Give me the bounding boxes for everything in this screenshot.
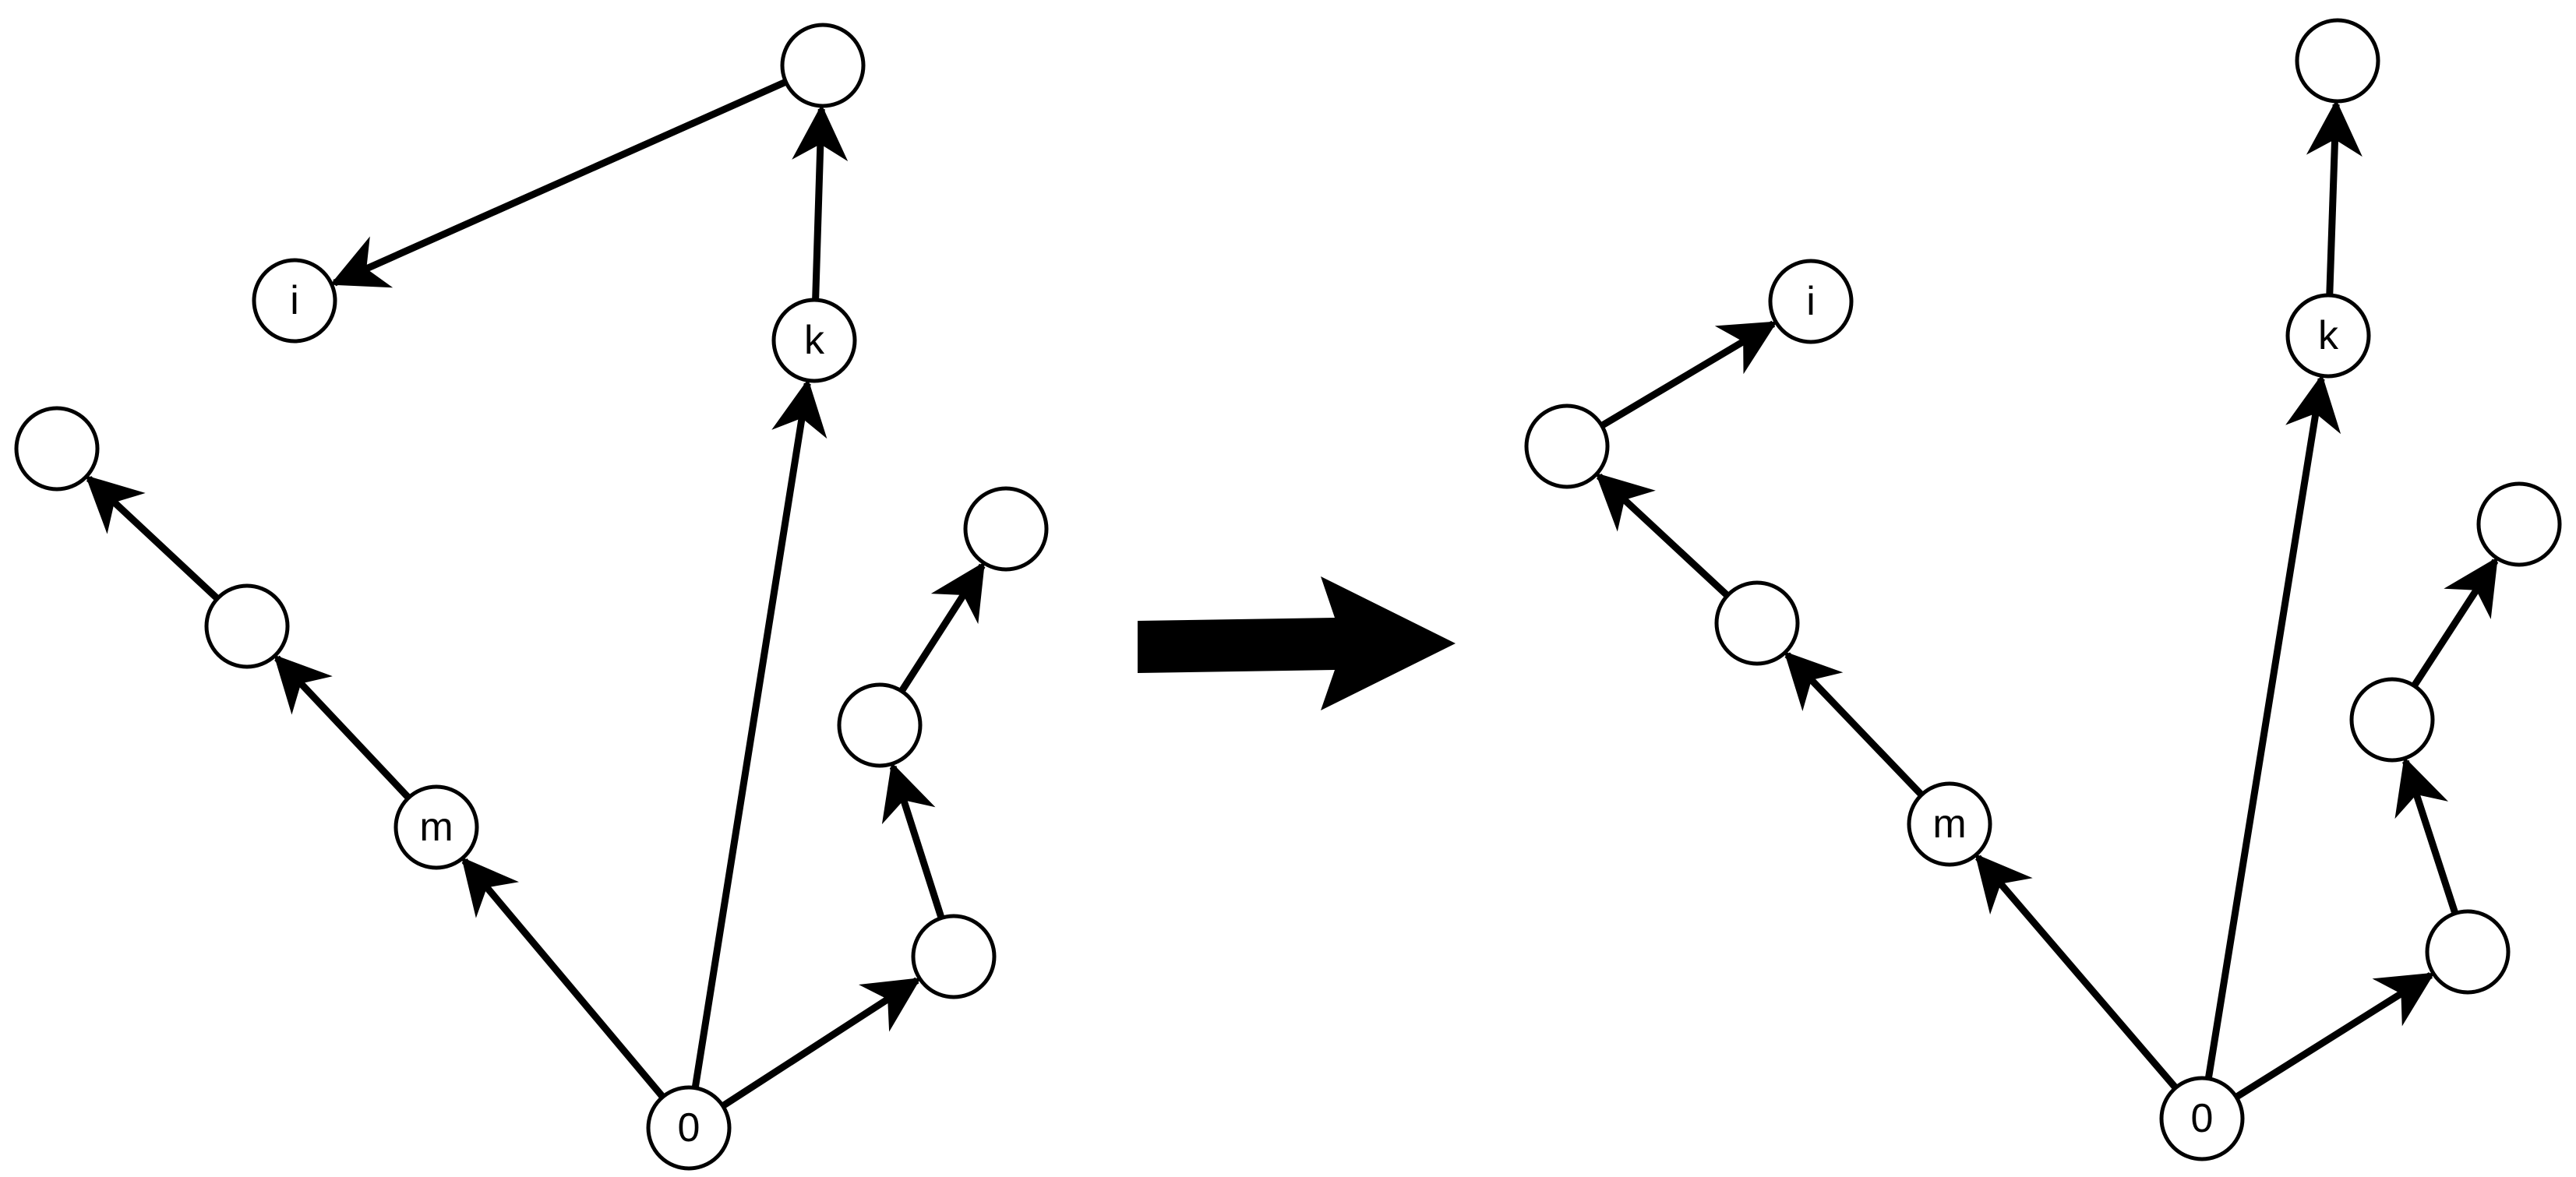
before-node-f xyxy=(963,486,1049,572)
after-tree: 0 m i k xyxy=(1524,18,2562,1161)
before-node-label-k: k xyxy=(804,318,825,363)
after-node-f xyxy=(2476,481,2562,567)
after-node-circle-m xyxy=(1907,781,1992,867)
after-node-circle-d xyxy=(2425,909,2511,995)
before-edge-a-to-b xyxy=(85,475,221,601)
before-node-label-m: m xyxy=(419,805,453,850)
after-node-circle-f xyxy=(2476,481,2562,567)
before-edge-0-to-d xyxy=(721,977,922,1109)
before-edge-e-to-f xyxy=(898,562,986,693)
after-node-circle-c xyxy=(2295,18,2380,104)
before-node-label-0: 0 xyxy=(678,1105,700,1151)
after-edge-k-to-c xyxy=(2306,99,2363,296)
after-edge-0-to-k xyxy=(2204,374,2341,1080)
after-node-k: k xyxy=(2285,293,2371,379)
after-node-m: m xyxy=(1907,781,1992,867)
after-node-circle-a xyxy=(1714,580,1800,666)
before-node-c xyxy=(780,23,866,108)
before-node-m: m xyxy=(393,784,479,870)
after-node-b xyxy=(1524,403,1610,489)
before-node-circle-k xyxy=(771,298,857,383)
after-node-0: 0 xyxy=(2159,1076,2245,1161)
after-edge-e-to-f xyxy=(2411,556,2499,688)
after-node-c xyxy=(2295,18,2380,104)
after-edge-0-to-m xyxy=(1974,853,2179,1091)
before-edge-k-to-c xyxy=(792,104,849,301)
before-edge-m-to-a xyxy=(273,654,411,801)
before-node-circle-b xyxy=(14,406,100,492)
before-node-label-i: i xyxy=(290,278,299,323)
after-node-label-0: 0 xyxy=(2191,1096,2214,1141)
before-node-0: 0 xyxy=(646,1085,732,1171)
after-edge-m-to-a xyxy=(1784,651,1925,798)
before-edge-0-to-k xyxy=(691,379,827,1089)
before-node-i: i xyxy=(252,258,337,344)
after-node-d xyxy=(2425,909,2511,995)
before-node-circle-d xyxy=(911,914,997,999)
before-node-a xyxy=(204,583,290,669)
thick-right-arrow-icon xyxy=(1138,576,1456,710)
after-node-label-k: k xyxy=(2318,313,2339,358)
before-edge-0-to-m xyxy=(461,857,666,1100)
before-node-circle-a xyxy=(204,583,290,669)
after-edge-a-to-b xyxy=(1595,473,1730,598)
before-node-circle-0 xyxy=(646,1085,732,1171)
before-node-circle-e xyxy=(837,682,923,768)
after-edge-d-to-e xyxy=(2394,756,2459,914)
after-node-e xyxy=(2349,677,2435,763)
before-tree: 0 m k i xyxy=(14,23,1049,1171)
after-node-a xyxy=(1714,580,1800,666)
before-node-circle-f xyxy=(963,486,1049,572)
before-node-e xyxy=(837,682,923,768)
before-edge-c-to-i xyxy=(330,79,788,288)
after-node-circle-k xyxy=(2285,293,2371,379)
after-node-circle-e xyxy=(2349,677,2435,763)
before-edge-d-to-e xyxy=(881,762,945,919)
before-node-circle-c xyxy=(780,23,866,108)
after-node-circle-i xyxy=(1768,259,1854,344)
after-node-label-m: m xyxy=(1932,802,1966,847)
after-node-circle-0 xyxy=(2159,1076,2245,1161)
before-node-b xyxy=(14,406,100,492)
before-node-circle-i xyxy=(252,258,337,344)
after-edge-0-to-d xyxy=(2234,971,2435,1101)
before-node-k: k xyxy=(771,298,857,383)
before-node-d xyxy=(911,914,997,999)
after-node-label-i: i xyxy=(1806,279,1816,324)
after-node-circle-b xyxy=(1524,403,1610,489)
after-edge-b-to-i xyxy=(1600,320,1778,429)
after-node-i: i xyxy=(1768,259,1854,344)
before-node-circle-m xyxy=(393,784,479,870)
